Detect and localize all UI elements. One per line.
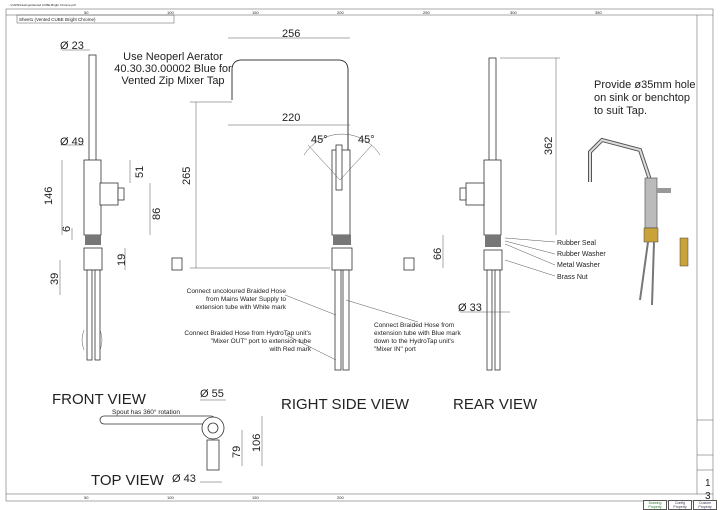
- dim-side-220: 220: [282, 112, 300, 124]
- dim-top-dia-43: Ø 43: [172, 473, 196, 485]
- dim-front-51: 51: [134, 166, 146, 178]
- file-path: ...\CAD\Drawings\Vented CUBE Bright Chro…: [8, 3, 76, 7]
- svg-text:"Mixer IN" port: "Mixer IN" port: [374, 346, 416, 353]
- blue-hose-note: Connect Braided Hose from extension tube…: [374, 322, 461, 353]
- sheet-number: 1: [705, 478, 711, 489]
- dim-top-106: 106: [251, 434, 263, 452]
- svg-text:50: 50: [84, 495, 89, 500]
- dim-rear-362: 362: [543, 137, 555, 155]
- dim-side-256: 256: [282, 28, 300, 40]
- svg-text:40.30.30.00002 Blue for: 40.30.30.00002 Blue for: [114, 63, 232, 75]
- dim-front-19: 19: [116, 254, 128, 266]
- svg-text:350: 350: [595, 10, 602, 15]
- rotation-note: Spout has 360° rotation: [112, 408, 180, 416]
- dim-rear-dia-33: Ø 33: [458, 302, 482, 314]
- part-rubber-seal: Rubber Seal: [557, 240, 596, 247]
- top-ruler: 50 100 150 200 250 300 350: [84, 10, 602, 15]
- rear-view-drawing: [403, 57, 560, 371]
- white-hose-note: Connect uncoloured Braided Hose from Mai…: [187, 288, 287, 311]
- svg-text:to suit Tap.: to suit Tap.: [594, 105, 647, 117]
- red-hose-note: Connect Braided Hose from HydroTap unit'…: [184, 330, 311, 353]
- svg-text:200: 200: [337, 495, 344, 500]
- side-view-drawing: [190, 37, 419, 371]
- dim-top-79: 79: [231, 446, 243, 458]
- bottom-ruler: 50 100 150 200: [84, 495, 344, 500]
- svg-text:Connect Braided Hose from Hydr: Connect Braided Hose from HydroTap unit'…: [184, 330, 311, 337]
- svg-text:"Mixer OUT" port to extension: "Mixer OUT" port to extension tube: [211, 338, 312, 345]
- svg-text:Provide ø35mm hole: Provide ø35mm hole: [594, 79, 696, 91]
- dim-side-angle-right: 45°: [358, 134, 375, 146]
- svg-text:300: 300: [510, 10, 517, 15]
- dim-front-dia-23: Ø 23: [60, 40, 84, 52]
- parts-labels: Rubber Seal Rubber Washer Metal Washer B…: [557, 240, 606, 281]
- tap-3d-render: [588, 137, 689, 306]
- dim-side-265: 265: [181, 167, 193, 185]
- svg-text:from Mains Water Supply to: from Mains Water Supply to: [206, 296, 286, 303]
- sheet-title: Sheet1 (Vented CUBE Bright Chrome): [19, 17, 96, 22]
- svg-text:200: 200: [337, 10, 344, 15]
- dim-front-86: 86: [151, 208, 163, 220]
- front-view-title: FRONT VIEW: [52, 391, 147, 408]
- svg-text:50: 50: [84, 10, 89, 15]
- svg-text:100: 100: [167, 495, 174, 500]
- top-view-title: TOP VIEW: [91, 472, 165, 489]
- svg-text:extension tube with Blue mark: extension tube with Blue mark: [374, 330, 461, 337]
- dim-side-angle-left: 45°: [311, 134, 328, 146]
- svg-text:Connect uncoloured Braided Hos: Connect uncoloured Braided Hose: [187, 288, 287, 295]
- svg-text:down to the HydroTap unit's: down to the HydroTap unit's: [374, 338, 455, 345]
- part-brass-nut: Brass Nut: [557, 274, 588, 281]
- side-view-title: RIGHT SIDE VIEW: [281, 396, 410, 413]
- svg-text:Use Neoperl Aerator: Use Neoperl Aerator: [123, 51, 223, 63]
- sheet-count: 3: [705, 491, 711, 502]
- dim-front-6: 6: [61, 226, 73, 232]
- svg-text:on sink or benchtop: on sink or benchtop: [594, 92, 690, 104]
- hole-note: Provide ø35mm hole on sink or benchtop t…: [594, 79, 696, 117]
- config-property-button[interactable]: Config Property: [668, 500, 692, 510]
- svg-text:150: 150: [252, 10, 259, 15]
- dim-top-dia-55: Ø 55: [200, 388, 224, 400]
- svg-text:with Red mark: with Red mark: [268, 346, 311, 353]
- rear-view-title: REAR VIEW: [453, 396, 538, 413]
- svg-text:150: 150: [252, 495, 259, 500]
- svg-text:250: 250: [423, 10, 430, 15]
- drawing-property-button[interactable]: Drawing Property: [643, 500, 667, 510]
- part-metal-washer: Metal Washer: [557, 262, 601, 269]
- dim-front-146: 146: [43, 187, 55, 205]
- svg-text:extension tube with White mark: extension tube with White mark: [196, 304, 287, 311]
- aerator-note: Use Neoperl Aerator 40.30.30.00002 Blue …: [114, 51, 232, 87]
- svg-text:Connect Braided Hose from: Connect Braided Hose from: [374, 322, 454, 329]
- dim-rear-66: 66: [432, 248, 444, 260]
- sheet-title-box: [16, 14, 175, 24]
- svg-text:100: 100: [167, 10, 174, 15]
- svg-text:Vented Zip Mixer Tap: Vented Zip Mixer Tap: [121, 75, 224, 87]
- sheet-border: [5, 8, 714, 502]
- custom-property-button[interactable]: Custom Property: [693, 500, 717, 510]
- front-view-drawing: [59, 49, 183, 361]
- part-rubber-washer: Rubber Washer: [557, 251, 606, 258]
- dim-front-39: 39: [49, 273, 61, 285]
- dim-front-dia-49: Ø 49: [60, 136, 84, 148]
- top-view-drawing: [99, 399, 263, 483]
